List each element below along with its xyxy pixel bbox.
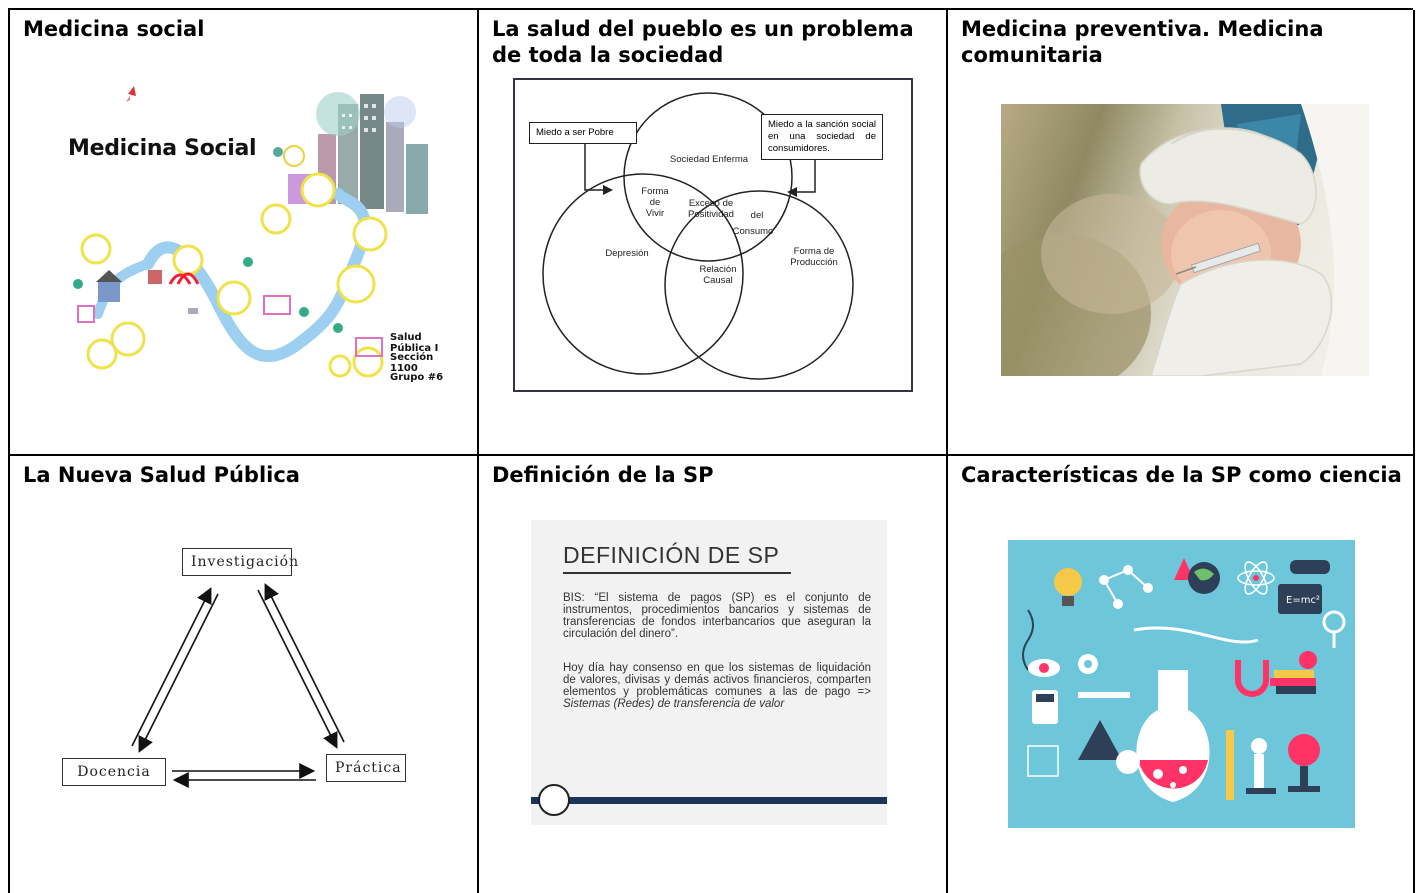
vaccination-drawing [1001,104,1369,376]
cell-nueva-salud-publica: La Nueva Salud Pública [10,456,479,893]
label-exceso-positividad: Exceso de Positividad [688,198,734,220]
slide-footer-bar [531,797,887,804]
lightbulb-icon [1054,568,1082,596]
label-depresion: Depresión [605,248,649,259]
brain-icon [1288,734,1320,766]
prezi-map-image: Medicina Social Salud Pública I Sección … [38,84,463,394]
triangle-diagram: Investigación Docencia Práctica [60,546,410,796]
box-miedo-sancion: Miedo a la sanción social en una socieda… [761,114,883,160]
apple-icon [1299,651,1317,669]
dna-icon [1022,609,1034,671]
science-icons-drawing: E=mc² [1022,558,1346,802]
definition-slide: DEFINICIÓN DE SP BIS: “El sistema de pag… [531,520,887,825]
image-caption-line: Salud Pública I [390,332,439,354]
sphere-icon [1116,750,1140,774]
magnet-icon [1235,660,1269,697]
formula-card [1278,584,1322,614]
node-practica: Práctica [326,754,406,782]
formula-text: E=mc² [1286,595,1320,606]
goggles-icon [1290,560,1330,574]
pyramid-icon [1078,720,1122,760]
label-forma-de-vivir: Forma de Vivir [641,186,669,219]
node-investigacion: Investigación [182,548,298,576]
label-del: del [750,210,764,221]
slide-title: DEFINICIÓN DE SP [563,542,780,568]
venn-circle-top [623,92,793,262]
venn-diagram: Miedo a ser Pobre Miedo a la sanción soc… [513,78,913,392]
cell-title: Medicina preventiva. Medicina comunitari… [961,17,1324,67]
cell-caracteristicas-sp: Características de la SP como ciencia [948,456,1415,893]
image-title: Medicina Social [68,136,257,161]
box-miedo-pobre: Miedo a ser Pobre [529,122,637,144]
cell-title: Características de la SP como ciencia [961,463,1402,487]
science-icons-image: E=mc² [1008,540,1355,828]
venn-circle-left [542,173,744,375]
prezi-map-drawing [73,86,428,378]
table-row: La Nueva Salud Pública [10,456,1415,893]
cell-medicina-social: Medicina social [10,10,479,456]
cell-title: Medicina social [23,17,205,41]
cell-title: La salud del pueblo es un problema de to… [492,17,914,67]
table-row: Medicina social [10,10,1415,456]
image-caption-line: Sección 1100 [390,352,434,374]
books-icon [1274,670,1314,678]
arrow-left [584,136,603,191]
slide-underline [563,572,791,574]
ruler-icon [1226,730,1234,800]
label-forma-produccion: Forma de Producción [790,246,838,268]
atom-icon [1237,561,1275,595]
seal-icon [538,784,570,816]
cube-icon [1027,745,1059,777]
label-sociedad-enferma: Sociedad Enferma [669,154,749,165]
venn-circles [542,92,854,380]
wrench-icon [1078,692,1130,698]
label-consumo: Consumo [732,226,774,237]
cell-definicion-sp: Definición de la SP DEFINICIÓN DE SP BIS… [479,456,948,893]
content-table: Medicina social [8,8,1415,893]
cell-title: La Nueva Salud Pública [23,463,300,487]
cell-title: Definición de la SP [492,463,714,487]
cell-medicina-preventiva: Medicina preventiva. Medicina comunitari… [948,10,1415,456]
image-caption-line: Grupo #6 [390,372,444,383]
slide-paragraph: BIS: “El sistema de pagos (SP) es el con… [563,592,871,640]
molecule-icon [1103,569,1149,605]
magnifier-icon [1322,610,1346,634]
microscope-icon [1254,754,1264,788]
venn-circle-right [664,190,854,380]
vaccination-photo [1001,104,1369,376]
node-docencia: Docencia [62,758,166,786]
label-relacion-causal: Relación Causal [699,264,737,286]
slide-paragraph: Hoy día hay consenso en que los sistemas… [563,662,871,710]
arrow-right [797,160,816,193]
triangle-arrows [131,583,345,788]
cell-salud-del-pueblo: La salud del pueblo es un problema de to… [479,10,948,456]
